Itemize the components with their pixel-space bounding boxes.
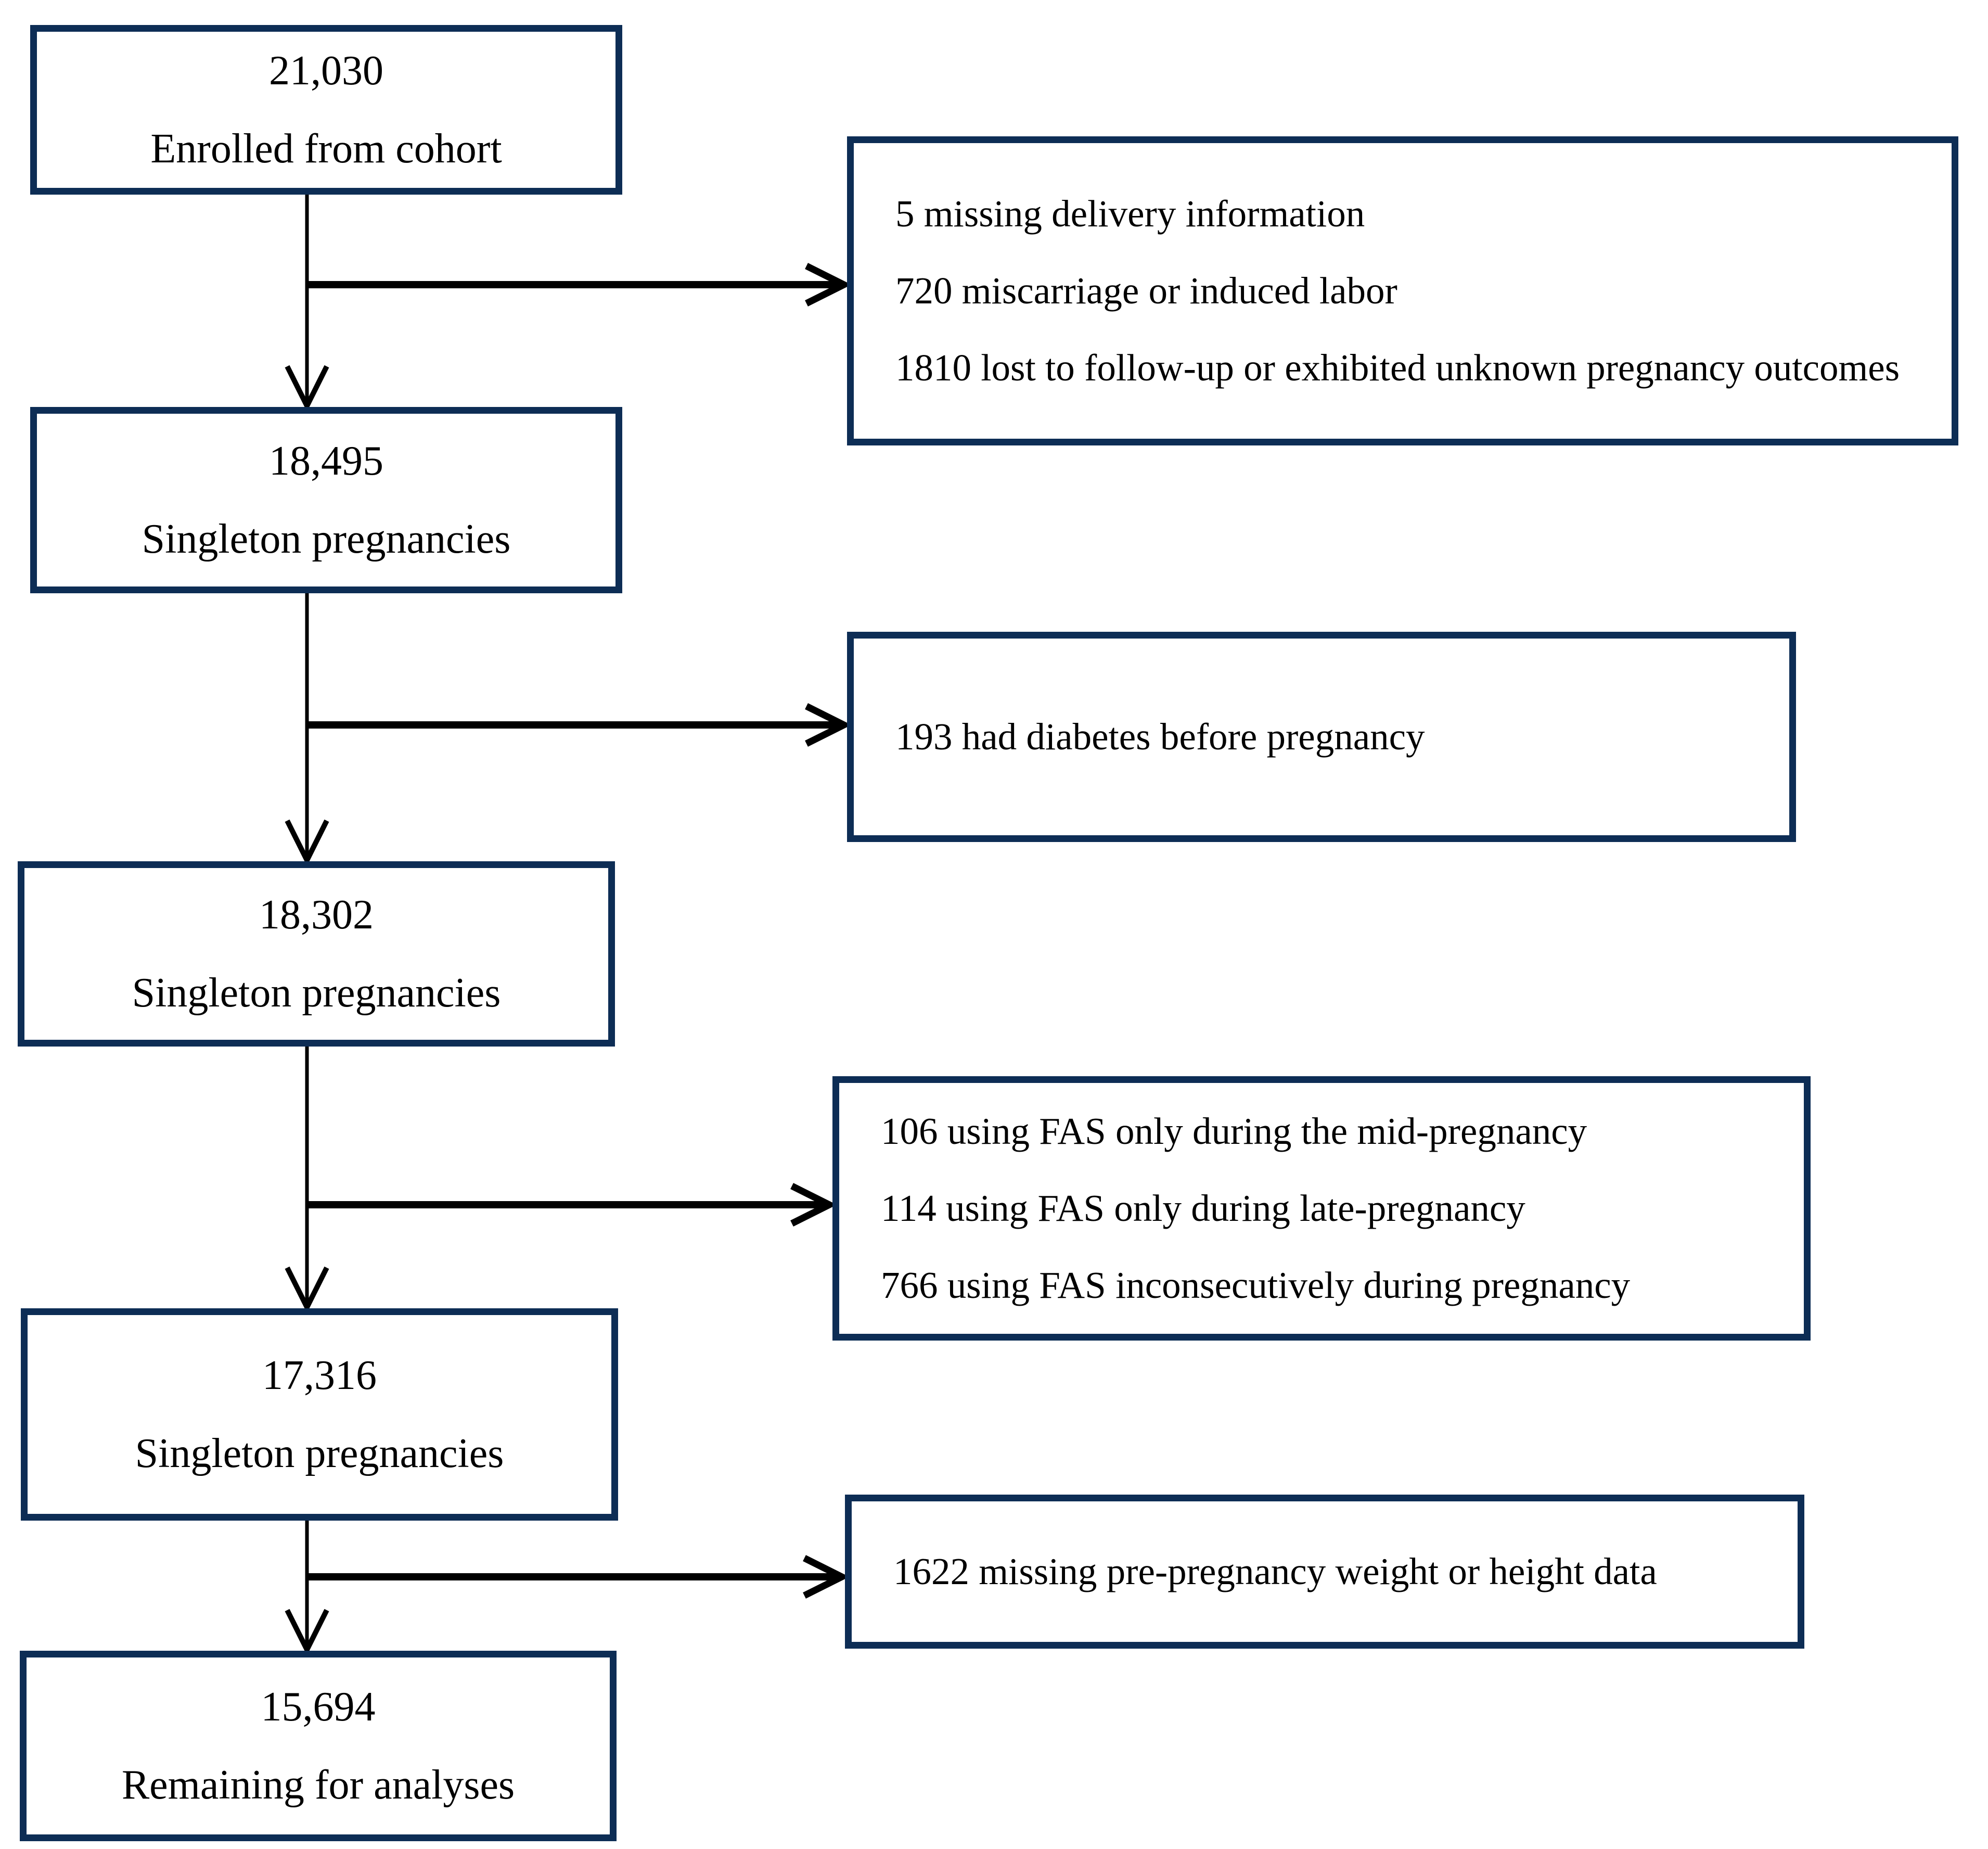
arrowhead-right-icon xyxy=(805,263,852,307)
arrowhead-down-icon xyxy=(285,819,329,866)
flow-box-label: Singleton pregnancies xyxy=(135,1431,504,1476)
flow-box-label: Singleton pregnancies xyxy=(132,970,501,1016)
exclusion-line: 720 miscarriage or induced labor xyxy=(895,270,1397,312)
flow-box-count: 15,694 xyxy=(261,1684,376,1730)
flow-box-label: Remaining for analyses xyxy=(121,1762,515,1808)
exclusion-box-1: 5 missing delivery information 720 misca… xyxy=(847,136,1958,445)
flow-box-singleton-2: 18,302 Singleton pregnancies xyxy=(18,861,615,1047)
flow-box-singleton-1: 18,495 Singleton pregnancies xyxy=(30,407,622,593)
arrowhead-right-icon xyxy=(805,703,852,747)
exclusion-line: 193 had diabetes before pregnancy xyxy=(895,716,1425,758)
flow-box-count: 21,030 xyxy=(269,48,383,94)
exclusion-line: 106 using FAS only during the mid-pregna… xyxy=(881,1110,1587,1152)
exclusion-box-3: 106 using FAS only during the mid-pregna… xyxy=(832,1076,1811,1341)
flow-box-label: Enrolled from cohort xyxy=(150,126,502,172)
exclusion-box-4: 1622 missing pre-pregnancy weight or hei… xyxy=(845,1495,1804,1649)
flow-box-enrolled: 21,030 Enrolled from cohort xyxy=(30,25,622,195)
flow-box-count: 18,302 xyxy=(259,892,374,938)
exclusion-line: 1810 lost to follow-up or exhibited unkn… xyxy=(895,347,1900,389)
arrowhead-down-icon xyxy=(285,1266,329,1314)
exclusion-line: 114 using FAS only during late-pregnancy xyxy=(881,1187,1525,1229)
exclusion-line: 1622 missing pre-pregnancy weight or hei… xyxy=(893,1550,1657,1592)
flow-box-count: 18,495 xyxy=(269,438,383,484)
flow-box-label: Singleton pregnancies xyxy=(142,516,511,562)
arrowhead-right-icon xyxy=(803,1555,850,1599)
flow-box-singleton-3: 17,316 Singleton pregnancies xyxy=(21,1308,618,1521)
arrowhead-right-icon xyxy=(790,1183,837,1227)
exclusion-box-2: 193 had diabetes before pregnancy xyxy=(847,632,1796,842)
flow-box-count: 17,316 xyxy=(262,1353,377,1398)
flow-box-remaining: 15,694 Remaining for analyses xyxy=(20,1651,617,1841)
arrowhead-down-icon xyxy=(285,1609,329,1656)
arrowhead-down-icon xyxy=(285,365,329,412)
exclusion-line: 766 using FAS inconsecutively during pre… xyxy=(881,1264,1631,1306)
exclusion-line: 5 missing delivery information xyxy=(895,193,1365,235)
